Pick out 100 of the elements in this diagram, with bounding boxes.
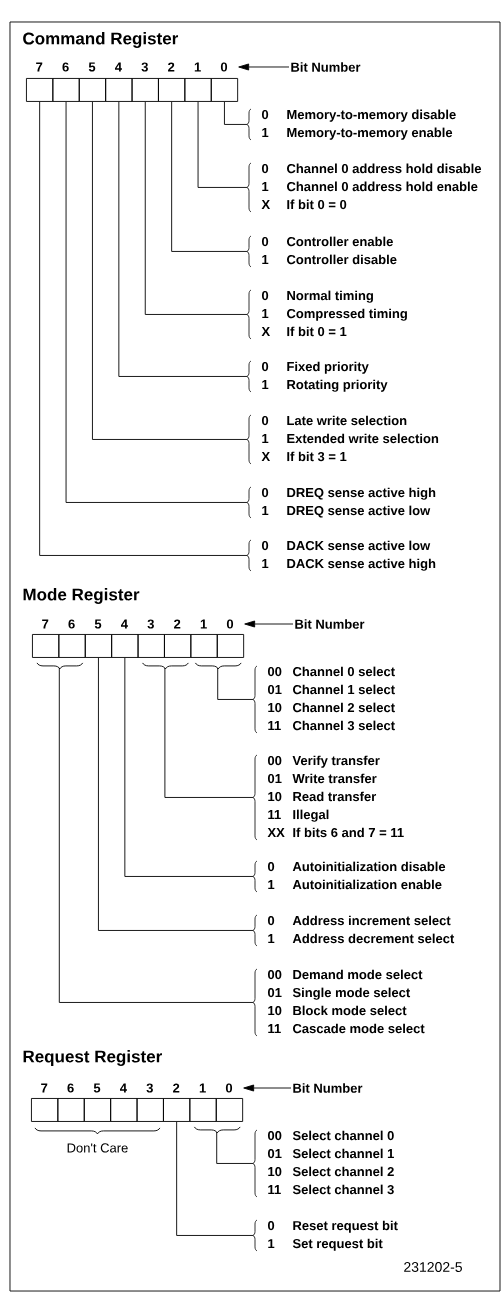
node-label: Compressed timing <box>286 308 407 321</box>
node-label: 1 <box>262 434 269 444</box>
node-label: Demand mode select <box>293 969 423 980</box>
node-label: DREQ sense active high <box>287 487 436 500</box>
connector-line <box>144 101 248 315</box>
node-label: 0 <box>261 109 269 120</box>
option-list: 0 Controller enable 1 Controller disable <box>261 236 397 265</box>
node-label: 01 <box>267 773 282 784</box>
node-label: If bit 3 = 1 <box>287 451 347 462</box>
arrow <box>244 620 294 628</box>
node-label: Channel 0 address hold disable <box>286 163 482 174</box>
node-label: If bit 0 = 0 <box>287 199 347 210</box>
figure-number: 231202-5 <box>404 1262 462 1272</box>
bit-number: 0 <box>220 62 228 72</box>
node-label: DREQ sense active low <box>287 505 431 518</box>
node-label: 1 <box>262 255 269 265</box>
bit-number: 2 <box>174 619 181 629</box>
bit-number: 1 <box>199 1083 206 1093</box>
node-label: 1 <box>268 1239 275 1249</box>
node-label: 10 <box>268 702 282 713</box>
node-label: 00 <box>267 1130 282 1141</box>
option-list: 00 Verify transfer 01 Write transfer 10 Read transfer 11 Illegal XX If bits 6 and 7 = 11 <box>267 755 404 838</box>
node-label: Set request bit <box>292 1238 383 1251</box>
bit-number: 2 <box>173 1083 180 1093</box>
option-list: 00 Demand mode select 01 Single mode select 10 Block mode select 11 Cascade mode select <box>267 969 425 1034</box>
bit-number: 4 <box>121 619 128 629</box>
bit-number: 4 <box>115 62 122 72</box>
node-label: 0 <box>261 415 269 426</box>
node-label: Channel 0 select <box>292 666 395 677</box>
node-label: Channel 1 select <box>292 684 395 695</box>
node-label: 1 <box>262 309 269 319</box>
option-list: 00 Channel 0 select 01 Channel 1 select 10 Channel 2 select 11 Channel 3 select <box>267 666 395 731</box>
connector-line <box>224 101 248 125</box>
bit-number: 6 <box>62 62 69 72</box>
brace-label: Don't Care <box>67 1143 128 1153</box>
node-label: 11 <box>268 721 281 731</box>
node-label: Verify transfer <box>292 755 380 768</box>
bit-number-label: Bit Number <box>291 62 361 72</box>
node-label: X <box>261 200 271 210</box>
node-label: DACK sense active high <box>287 558 436 571</box>
connector-line <box>194 662 254 700</box>
node-label: If bits 6 and 7 = 11 <box>293 827 404 838</box>
node-label: 01 <box>267 987 282 998</box>
node-label: 00 <box>267 666 282 677</box>
node-label: X <box>261 452 271 462</box>
bit-number: 0 <box>225 1083 233 1093</box>
node-label: 1 <box>268 934 275 944</box>
node-label: X <box>261 327 271 337</box>
option-list: 0 Reset request bit 1 Set request bit <box>267 1220 398 1251</box>
node-label: 0 <box>261 540 269 551</box>
bit-number: 5 <box>94 619 102 629</box>
bit-number: 1 <box>200 619 207 629</box>
node-label: XX <box>267 828 285 838</box>
option-list: 0 DACK sense active low 1 DACK sense active high <box>261 540 436 571</box>
node-label: 0 <box>261 236 269 247</box>
bit-number: 3 <box>146 1083 153 1093</box>
option-list: 0 Late write selection 1 Extended write selection X If bit 3 = 1 <box>261 415 439 462</box>
connector-line <box>92 101 248 440</box>
option-list: 0 Autoinitialization disable 1 Autoinitialization enable <box>267 861 446 890</box>
node-label: Fixed priority <box>287 361 369 374</box>
bit-number: 7 <box>41 1083 48 1093</box>
connector-line <box>36 662 254 1003</box>
bit-number: 4 <box>120 1083 127 1093</box>
section-title: Command Register <box>23 32 179 48</box>
connector-line <box>98 657 254 931</box>
node-label: 0 <box>267 1220 275 1231</box>
node-label: 1 <box>262 559 269 569</box>
node-label: 01 <box>267 684 282 695</box>
node-label: Select channel 0 <box>292 1130 394 1141</box>
node-label: 10 <box>268 1166 282 1177</box>
node-label: 11 <box>268 1185 281 1195</box>
arrow <box>243 1084 292 1092</box>
bit-number: 7 <box>42 619 49 629</box>
node-label: Write transfer <box>292 773 377 784</box>
bit-number: 6 <box>68 619 75 629</box>
node-label: Channel 2 select <box>292 702 395 713</box>
connector-line <box>39 101 248 556</box>
node-label: Autoinitialization disable <box>292 861 446 872</box>
node-label: 1 <box>262 182 269 192</box>
node-label: Address increment select <box>292 915 451 926</box>
node-label: 0 <box>261 163 269 174</box>
node-label: Extended write selection <box>287 433 439 444</box>
node-label: 1 <box>262 380 269 390</box>
node-label: 0 <box>261 290 269 301</box>
node-label: Cascade mode select <box>292 1023 425 1034</box>
node-label: Memory-to-memory enable <box>287 127 453 140</box>
node-label: 01 <box>267 1148 282 1159</box>
bit-number: 5 <box>93 1083 101 1093</box>
option-list: 0 DREQ sense active high 1 DREQ sense active low <box>261 487 436 518</box>
bit-number: 7 <box>36 62 43 72</box>
node-label: DACK sense active low <box>287 540 431 551</box>
node-label: Autoinitialization enable <box>292 879 442 890</box>
connector-line <box>118 101 248 377</box>
bit-number: 5 <box>88 62 96 72</box>
node-label: Select channel 3 <box>292 1184 394 1195</box>
connector-line <box>171 101 248 252</box>
bit-number-label: Bit Number <box>295 619 365 629</box>
node-label: Late write selection <box>287 415 407 426</box>
node-label: Block mode select <box>293 1005 407 1016</box>
node-label: Read transfer <box>293 791 377 802</box>
